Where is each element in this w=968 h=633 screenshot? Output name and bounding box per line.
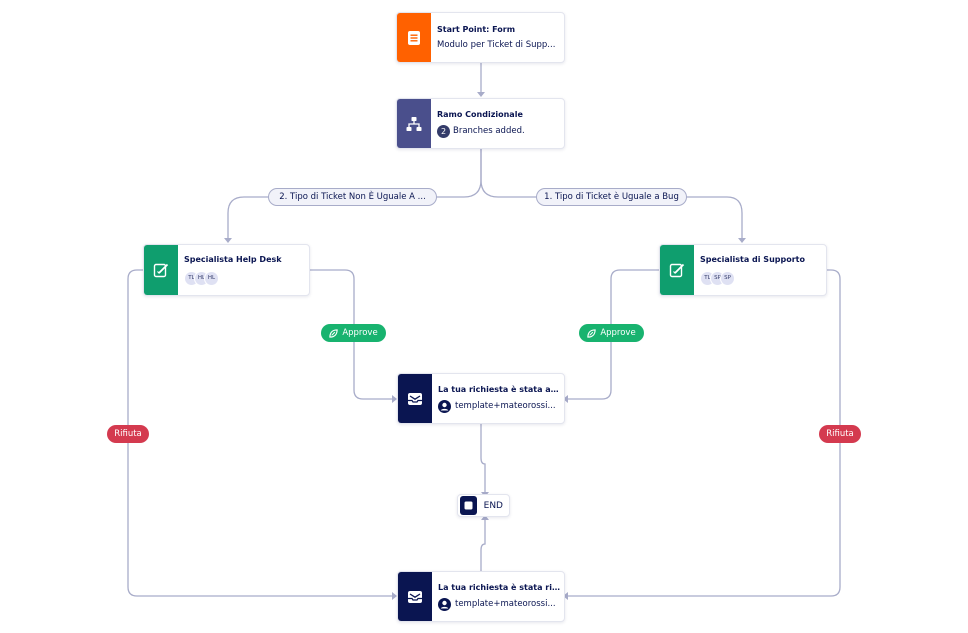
branch-node-body: Ramo Condizionale 2 Branches added. bbox=[431, 99, 564, 148]
start-node-body: Start Point: Form Modulo per Ticket di S… bbox=[431, 13, 564, 62]
arrowhead bbox=[224, 238, 232, 243]
arrowhead bbox=[392, 592, 397, 600]
arrowhead bbox=[738, 238, 746, 243]
approve-label-text: Approve bbox=[342, 328, 378, 338]
support-assignees: TL SP SP bbox=[700, 270, 822, 286]
approved-email-body: La tua richiesta è stata appro... templa… bbox=[432, 374, 564, 423]
rejected-email-title: La tua richiesta è stata rifiutata bbox=[438, 582, 560, 592]
form-document-icon bbox=[408, 30, 420, 45]
branch-node-subtitle: 2 Branches added. bbox=[437, 124, 560, 138]
branch-node-status: Branches added. bbox=[453, 126, 525, 136]
connector-approved-to-end bbox=[480, 424, 486, 492]
approval-pen-icon bbox=[153, 263, 169, 278]
helpdesk-node-title: Specialista Help Desk bbox=[184, 254, 282, 264]
arrowhead bbox=[477, 92, 485, 97]
rejected-email-recipient-row: template+mateorossi... bbox=[438, 597, 560, 611]
form-node-icon-panel bbox=[397, 13, 431, 62]
connector-rejected-to-end bbox=[480, 520, 486, 571]
email-node-rejected[interactable]: La tua richiesta è stata rifiutata templ… bbox=[397, 571, 565, 622]
email-inbox-icon bbox=[408, 392, 422, 405]
start-node-subtitle: Modulo per Ticket di Supp... bbox=[437, 40, 560, 50]
approval-node-helpdesk[interactable]: Specialista Help Desk TL HL HL bbox=[143, 244, 310, 296]
person-icon bbox=[438, 399, 451, 413]
branch-count-badge: 2 bbox=[437, 124, 450, 138]
arrowhead bbox=[563, 592, 568, 600]
rejected-email-recipient: template+mateorossi... bbox=[455, 599, 556, 609]
leaf-check-icon bbox=[587, 328, 596, 338]
reject-label-helpdesk[interactable]: Rifiuta bbox=[107, 425, 149, 443]
approve-label-helpdesk[interactable]: Approve bbox=[321, 324, 386, 342]
email-node-approved[interactable]: La tua richiesta è stata appro... templa… bbox=[397, 373, 565, 424]
approved-email-title: La tua richiesta è stata appro... bbox=[438, 384, 560, 394]
avatar: SP bbox=[720, 270, 735, 286]
branch-hierarchy-icon bbox=[406, 116, 422, 131]
end-label: END bbox=[483, 500, 503, 511]
start-node-form-name: Modulo per Ticket di Supp... bbox=[437, 40, 556, 50]
approval-node-support[interactable]: Specialista di Supporto TL SP SP bbox=[659, 244, 827, 296]
helpdesk-assignees: TL HL HL bbox=[184, 270, 305, 286]
approved-email-recipient: template+mateorossi... bbox=[455, 401, 556, 411]
arrowhead bbox=[481, 515, 489, 520]
arrowhead bbox=[563, 395, 568, 403]
connector-support-reject bbox=[568, 269, 841, 597]
stop-square-icon bbox=[464, 501, 473, 510]
end-node-icon-panel bbox=[460, 496, 477, 515]
end-node[interactable]: END bbox=[457, 494, 510, 517]
reject-label-support[interactable]: Rifiuta bbox=[819, 425, 861, 443]
connector-helpdesk-reject bbox=[127, 269, 392, 597]
branch-node-icon-panel bbox=[397, 99, 431, 148]
start-node-title: Start Point: Form bbox=[437, 25, 516, 34]
support-node-body: Specialista di Supporto TL SP SP bbox=[694, 245, 826, 295]
branch-label-not-equal[interactable]: 2. Tipo di Ticket Non È Uguale A ... bbox=[268, 188, 437, 206]
conditional-branch-node[interactable]: Ramo Condizionale 2 Branches added. bbox=[396, 98, 565, 149]
start-form-node[interactable]: Start Point: Form Modulo per Ticket di S… bbox=[396, 12, 565, 63]
branch-node-title: Ramo Condizionale bbox=[437, 109, 523, 119]
helpdesk-node-body: Specialista Help Desk TL HL HL bbox=[178, 245, 309, 295]
approval-pen-icon bbox=[669, 263, 685, 278]
branch-label-equal-bug[interactable]: 1. Tipo di Ticket è Uguale a Bug bbox=[536, 188, 687, 206]
rejected-email-body: La tua richiesta è stata rifiutata templ… bbox=[432, 572, 564, 621]
approval-node-icon-panel bbox=[144, 245, 178, 295]
approved-email-recipient-row: template+mateorossi... bbox=[438, 399, 560, 413]
email-node-icon-panel bbox=[398, 572, 432, 621]
email-inbox-icon bbox=[408, 590, 422, 603]
approve-label-text: Approve bbox=[600, 328, 636, 338]
approval-node-icon-panel bbox=[660, 245, 694, 295]
leaf-check-icon bbox=[329, 328, 338, 338]
avatar: HL bbox=[204, 270, 219, 286]
arrowhead bbox=[392, 395, 397, 403]
person-icon bbox=[438, 597, 451, 611]
email-node-icon-panel bbox=[398, 374, 432, 423]
support-node-title: Specialista di Supporto bbox=[700, 254, 805, 264]
approve-label-support[interactable]: Approve bbox=[579, 324, 644, 342]
